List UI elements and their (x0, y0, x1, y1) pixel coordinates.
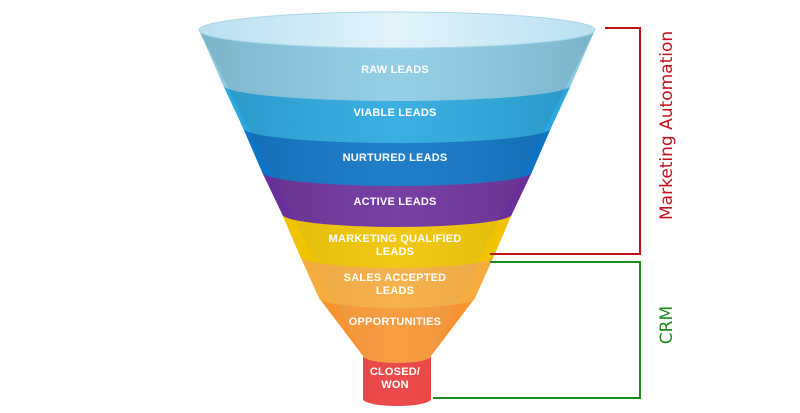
funnel-top-rim (198, 11, 596, 49)
funnel-shading (199, 30, 595, 406)
crm-label: CRM (657, 305, 677, 345)
marketing-automation-label: Marketing Automation (657, 30, 677, 220)
stage-label-raw-leads: RAW LEADS (361, 64, 429, 76)
stage-label-marketing-qualified-leads: MARKETING QUALIFIED LEADS (328, 233, 462, 258)
stage-label-opportunities: OPPORTUNITIES (348, 316, 442, 328)
stage-label-closed-won: CLOSED/ WON (369, 366, 421, 391)
stage-label-nurtured-leads: NURTURED LEADS (342, 152, 448, 164)
crm-bracket (433, 261, 641, 399)
stage-label-viable-leads: VIABLE LEADS (353, 107, 437, 119)
stage-label-sales-accepted-leads: SALES ACCEPTED LEADS (343, 272, 447, 297)
stage-label-active-leads: ACTIVE LEADS (353, 196, 437, 208)
marketing-automation-bracket (490, 27, 641, 255)
